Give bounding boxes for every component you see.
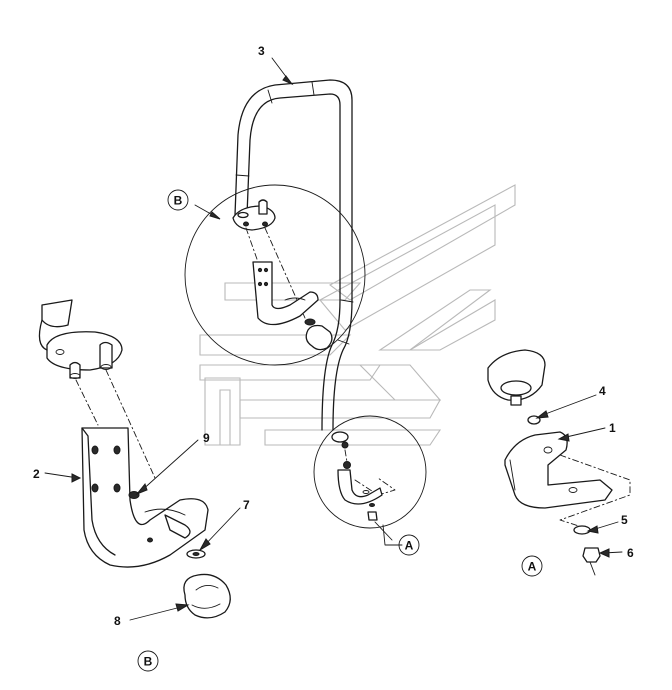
watermark-logo — [199, 184, 516, 446]
callout-2: 2 — [33, 467, 40, 481]
detail-circle-a — [313, 415, 427, 529]
detail-a-large — [487, 349, 631, 576]
detail-a-small — [337, 449, 396, 541]
callout-7: 7 — [243, 498, 250, 512]
svg-text:A: A — [405, 539, 414, 553]
svg-text:A: A — [528, 560, 537, 574]
callout-6: 6 — [627, 546, 634, 560]
callout-3: 3 — [258, 44, 265, 58]
detail-label-a-middle: A — [398, 534, 420, 556]
callout-5: 5 — [621, 513, 628, 527]
detail-b-large — [38, 299, 231, 619]
callout-9: 9 — [203, 431, 210, 445]
detail-label-b-bottom: B — [137, 650, 159, 672]
detail-label-b-top: B — [167, 189, 189, 211]
detail-circle-b — [184, 184, 366, 366]
callout-4: 4 — [599, 384, 606, 398]
leader-lines — [44, 57, 623, 621]
svg-text:B: B — [144, 655, 153, 669]
detail-b-small — [245, 227, 333, 351]
svg-text:B: B — [174, 194, 183, 208]
handle-tube — [232, 79, 354, 449]
detail-label-a-right: A — [521, 555, 543, 577]
callout-1: 1 — [609, 421, 616, 435]
callout-8: 8 — [114, 614, 121, 628]
